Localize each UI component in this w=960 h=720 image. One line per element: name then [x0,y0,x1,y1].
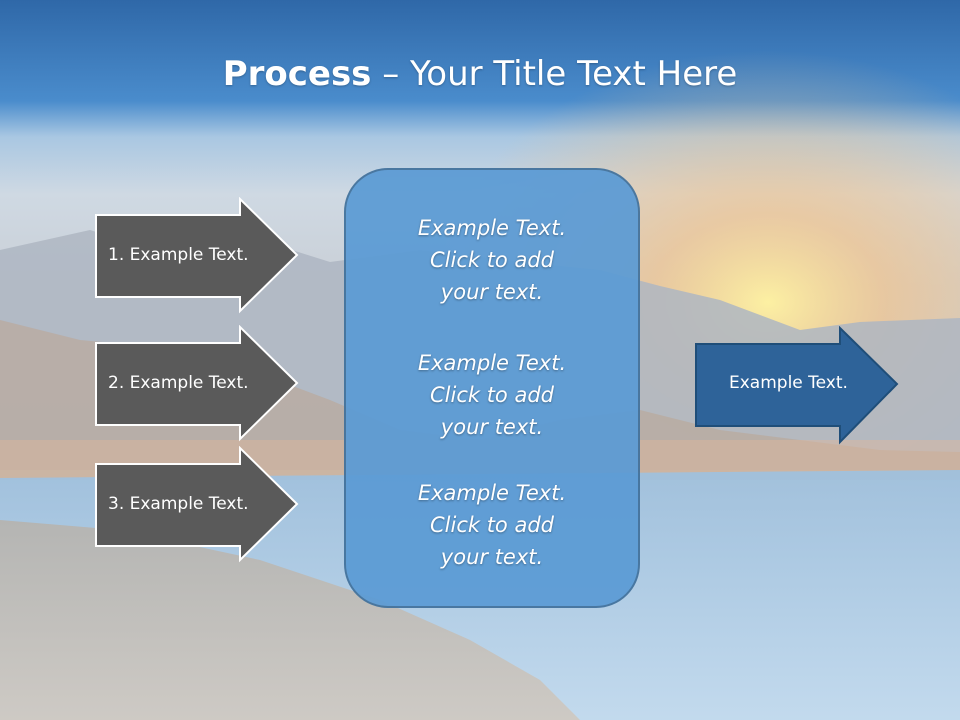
center-process-box[interactable] [344,168,640,608]
center-block-3-line-2: Click to add [429,513,554,537]
center-block-2-line-1: Example Text. [417,351,567,375]
step-arrow-1-label: 1. Example Text. [108,245,249,265]
step-arrow-3[interactable] [94,446,300,566]
slide-title: Process – Your Title Text Here [0,52,960,96]
center-block-3-line-3: your text. [440,545,544,569]
center-block-2-line-3: your text. [440,415,544,439]
center-block-1-line-2: Click to add [429,248,554,272]
center-text-block-3[interactable]: Example Text. Click to add your text. [344,477,640,573]
center-block-1-line-3: your text. [440,280,544,304]
title-regular-part: – Your Title Text Here [371,54,738,94]
center-text-block-1[interactable]: Example Text. Click to add your text. [344,212,640,308]
output-arrow[interactable] [694,326,900,446]
step-arrow-1[interactable] [94,197,300,317]
center-block-3-line-1: Example Text. [417,481,567,505]
center-block-2-line-2: Click to add [429,383,554,407]
step-arrow-2-label: 2. Example Text. [108,373,249,393]
center-text-block-2[interactable]: Example Text. Click to add your text. [344,347,640,443]
title-bold-part: Process [222,54,372,94]
step-arrow-3-label: 3. Example Text. [108,494,249,514]
output-arrow-label: Example Text. [729,373,848,393]
center-block-1-line-1: Example Text. [417,216,567,240]
step-arrow-2[interactable] [94,325,300,445]
